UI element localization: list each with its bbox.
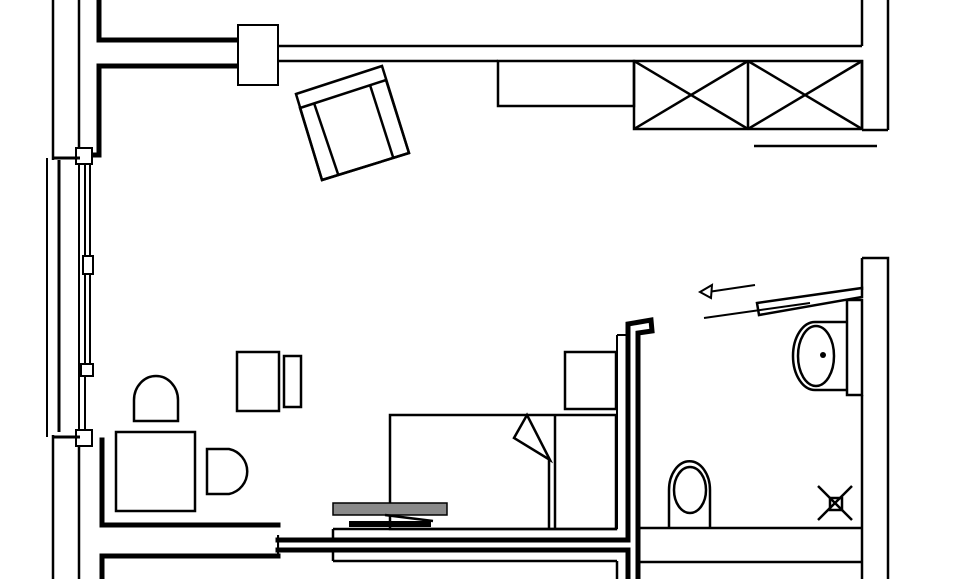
door-bathroom xyxy=(697,283,864,319)
floor-drain xyxy=(817,485,853,521)
armchair-round xyxy=(205,447,249,496)
pillow xyxy=(512,412,554,464)
bed xyxy=(388,413,618,531)
desk xyxy=(235,350,303,413)
washbasin xyxy=(791,298,864,397)
small-table xyxy=(114,430,197,513)
desk-chair xyxy=(132,374,180,423)
bedside-table xyxy=(563,350,618,411)
bathroom-partition xyxy=(275,317,862,579)
wall-right xyxy=(754,60,890,579)
bed-bench xyxy=(332,502,448,527)
wardrobe xyxy=(632,59,864,131)
toilet xyxy=(667,460,712,528)
armchair xyxy=(294,64,411,182)
wall-top xyxy=(278,0,890,130)
outer-wall-left xyxy=(51,0,281,579)
sideboard xyxy=(496,59,636,108)
column-top xyxy=(237,24,279,86)
window-left xyxy=(46,147,94,447)
